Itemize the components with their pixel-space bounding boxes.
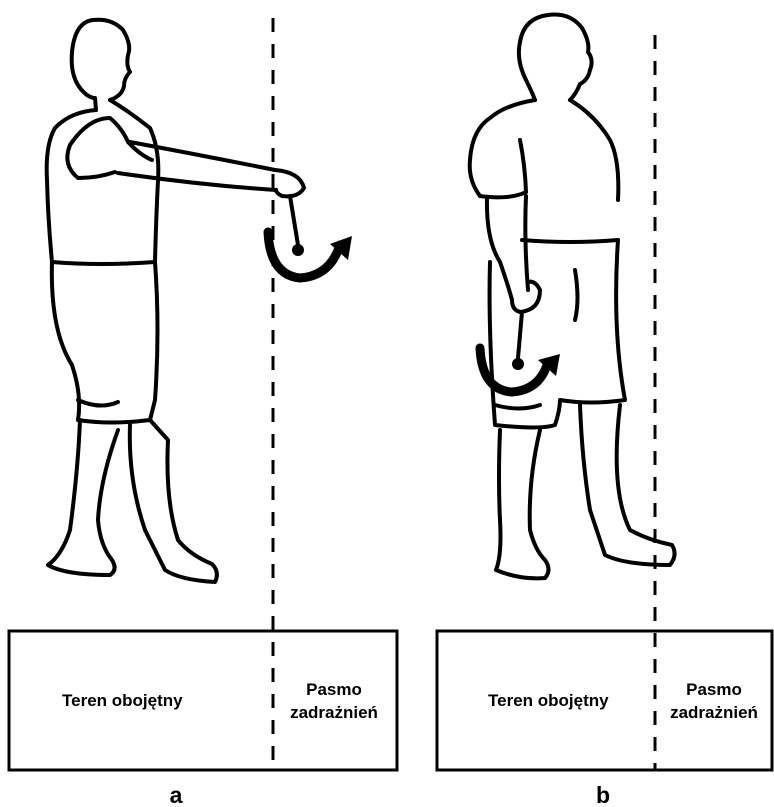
panel-letter-b: b (596, 782, 610, 807)
pendulum-bob-b (512, 358, 524, 370)
pendulum-bob-a (292, 244, 304, 256)
disturbance-zone-label-a-line2: zadrażnień (290, 703, 378, 722)
disturbance-zone-label-a-line1: Pasmo (306, 680, 362, 699)
panel-letter-a: a (170, 782, 183, 807)
person-figure-a (47, 20, 304, 582)
neutral-ground-label-a: Teren obojętny (62, 691, 183, 710)
disturbance-zone-label-b-line1: Pasmo (686, 680, 742, 699)
panel-b: Teren obojętny Pasmo zadrażnień b (437, 15, 772, 807)
neutral-ground-label-b: Teren obojętny (488, 691, 609, 710)
rotation-arrow-icon-a (268, 232, 352, 278)
disturbance-zone-label-b-line2: zadrażnień (670, 703, 758, 722)
person-figure-b (470, 15, 675, 579)
panel-a: Teren obojętny Pasmo zadrażnień a (9, 18, 397, 807)
